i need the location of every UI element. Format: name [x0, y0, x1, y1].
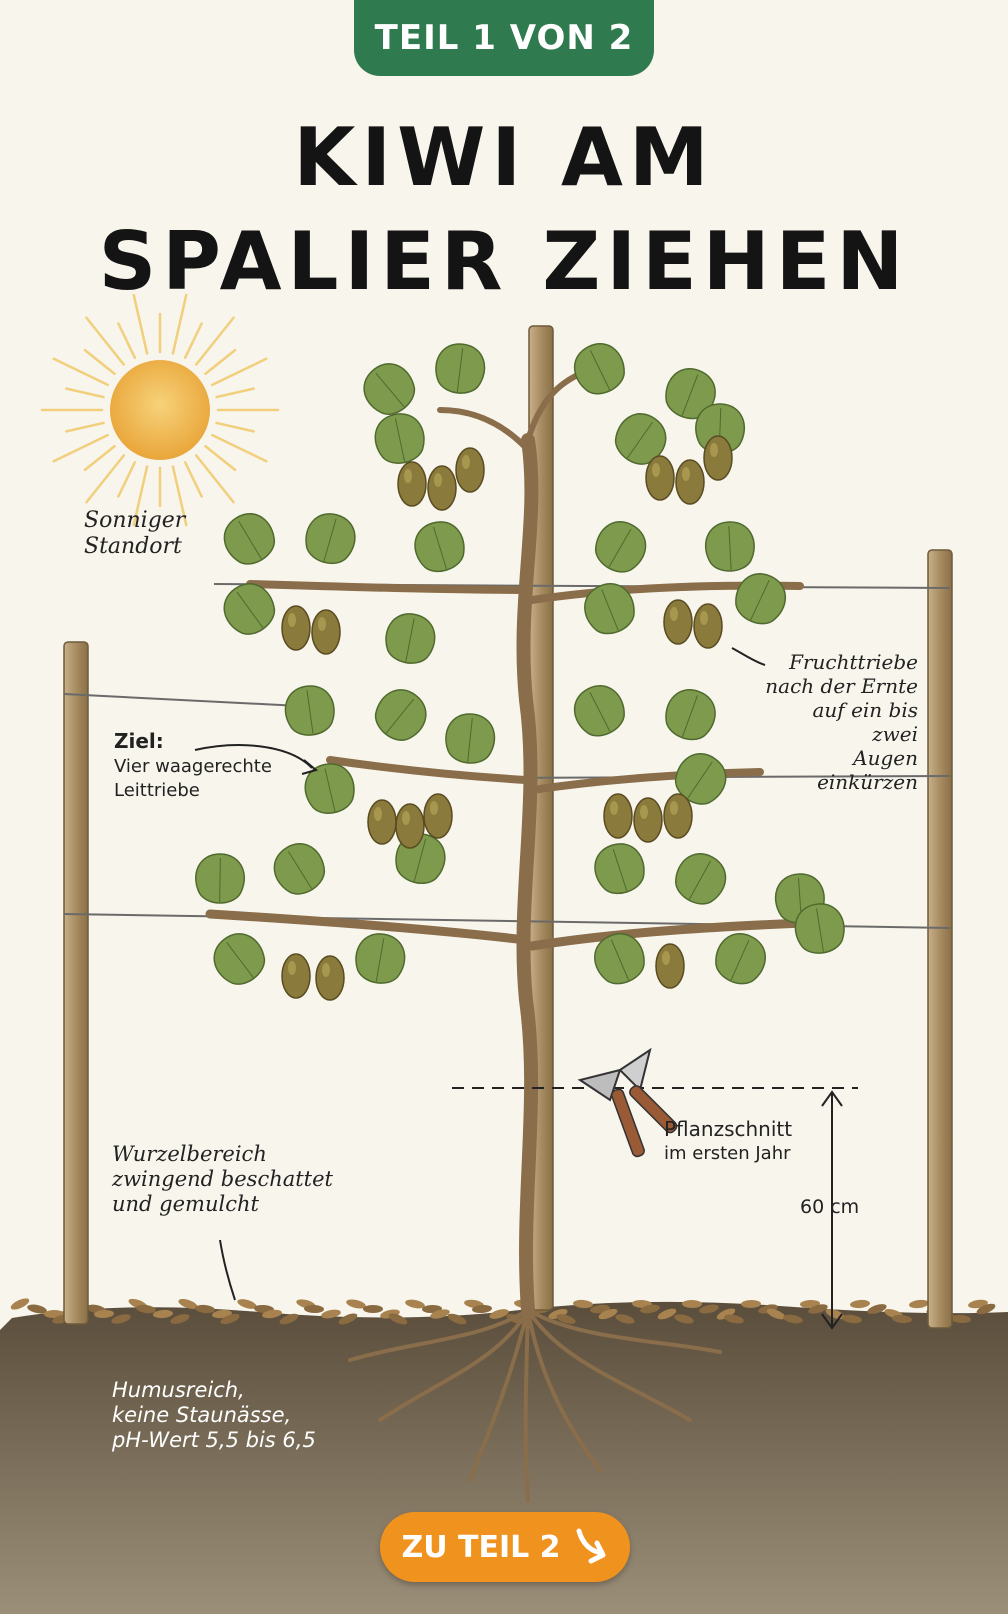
left-post	[63, 641, 89, 1325]
next-part-label: ZU TEIL 2	[401, 1529, 561, 1565]
soil	[0, 1301, 1008, 1614]
pruning-heading: Pflanzschnitt	[664, 1117, 793, 1141]
fruit-note-line: Fruchttriebe	[789, 650, 918, 674]
height-arrow	[821, 1090, 843, 1330]
sun-note: Sonniger Standort	[84, 508, 185, 561]
pruning-subline: im ersten Jahr	[664, 1143, 791, 1164]
pruning-note: Pflanzschnitt im ersten Jahr	[664, 1116, 792, 1165]
soil-note: Humusreich, keine Staunässe, pH-Wert 5,5…	[112, 1378, 316, 1454]
page-title-line-2: SPALIER ZIEHEN	[98, 215, 910, 308]
fruit-note-line: nach der Ernte	[765, 674, 918, 698]
goal-line: Leittriebe	[114, 780, 200, 802]
root-note-line: Wurzelbereich	[112, 1142, 267, 1166]
right-post	[927, 549, 953, 1329]
root-note: Wurzelbereich zwingend beschattet und ge…	[112, 1142, 333, 1218]
root-note-line: zwingend beschattet	[112, 1167, 333, 1192]
soil-note-line: Humusreich,	[112, 1378, 245, 1402]
fruit-note-line: auf ein bis zwei	[812, 698, 919, 746]
goal-heading: Ziel:	[114, 729, 164, 753]
page-title-line-1: KIWI AM	[293, 111, 715, 204]
goal-line: Vier waagerechte	[114, 756, 272, 777]
sun-icon	[40, 293, 280, 527]
goal-note: Ziel: Vier waagerechte Leittriebe	[114, 728, 272, 804]
pruning-shears-icon	[577, 1047, 678, 1158]
sun-note-line: Standort	[84, 534, 182, 560]
kiwi-fruits	[281, 435, 733, 1001]
arrow-down-right-icon	[576, 1528, 606, 1564]
fruit-pruning-note: Fruchttriebe nach der Ernte auf ein bis …	[762, 650, 918, 794]
soil-note-line: pH-Wert 5,5 bis 6,5	[112, 1428, 316, 1453]
leaves	[195, 343, 845, 985]
annotation-pointers	[194, 647, 766, 1301]
fruit-note-line: Augen einkürzen	[817, 746, 918, 794]
part-badge: TEIL 1 VON 2	[354, 0, 654, 76]
next-part-button[interactable]: ZU TEIL 2	[380, 1512, 630, 1582]
sun-note-line: Sonniger	[84, 508, 186, 533]
roots	[348, 1308, 722, 1502]
root-note-line: und gemulcht	[112, 1192, 259, 1217]
height-label: 60 cm	[800, 1196, 860, 1218]
soil-note-line: keine Staunässe,	[112, 1403, 292, 1428]
kiwi-vine	[205, 367, 835, 1317]
